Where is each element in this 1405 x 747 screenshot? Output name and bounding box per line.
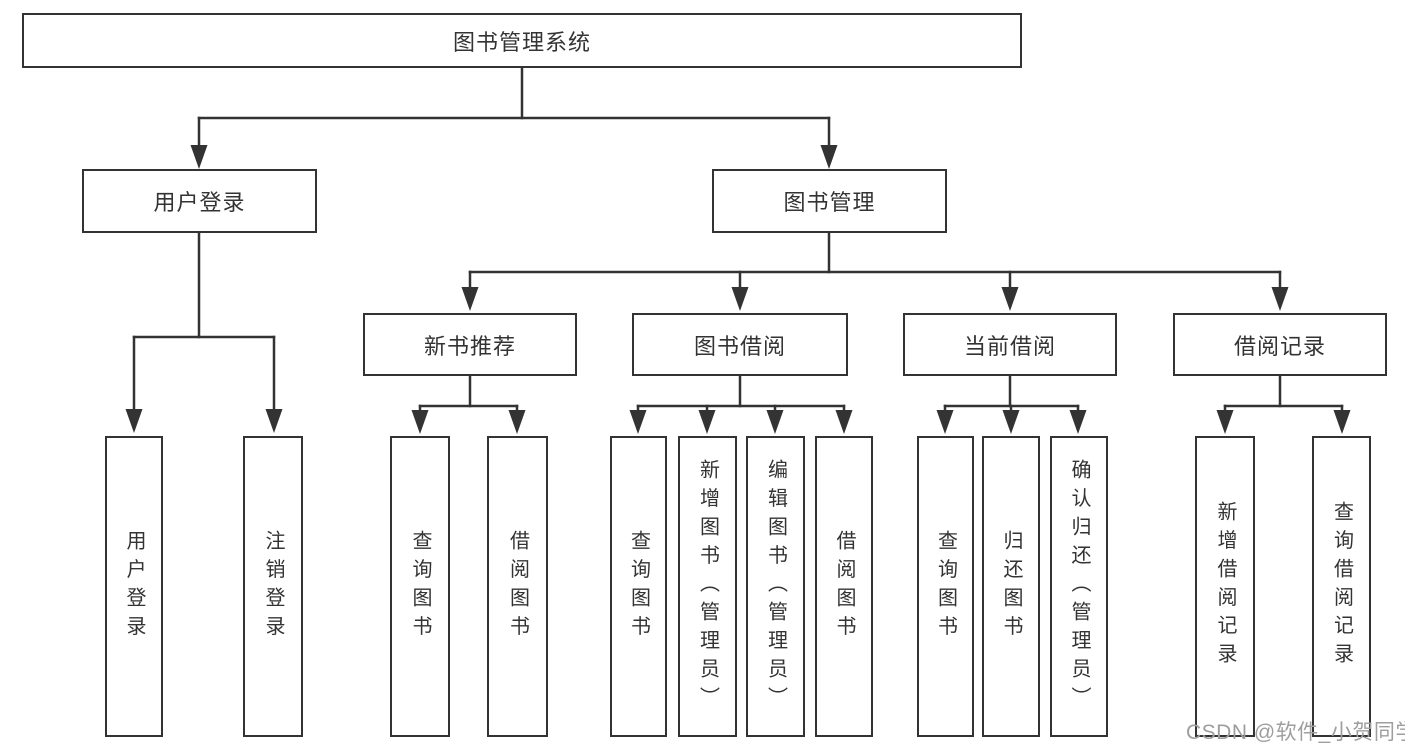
leaf-confirm-return-admin: 确认归还（管理员） [1050, 436, 1108, 737]
arrowheads [125, 145, 1351, 434]
leaf-query-borrow-record: 查询借阅记录 [1312, 436, 1371, 737]
leaf-query-book: 查询图书 [390, 436, 450, 737]
node-book-management-module: 图书管理 [712, 169, 947, 233]
leaf-logout: 注销登录 [243, 436, 303, 737]
leaf-user-login: 用户登录 [105, 436, 163, 737]
leaf-add-borrow-record: 新增借阅记录 [1195, 436, 1255, 737]
leaf-query-book: 查询图书 [917, 436, 974, 737]
node-root-system: 图书管理系统 [22, 13, 1022, 68]
watermark-text: CSDN @软件_小贺同学 [1186, 721, 1405, 744]
leaf-edit-book-admin: 编辑图书（管理员） [746, 436, 805, 737]
leaf-borrow-book: 借阅图书 [487, 436, 548, 737]
node-book-borrow: 图书借阅 [632, 313, 848, 376]
leaf-query-book: 查询图书 [610, 436, 667, 737]
leaf-return-book: 归还图书 [982, 436, 1040, 737]
leaf-borrow-book: 借阅图书 [815, 436, 873, 737]
leaf-add-book-admin: 新增图书（管理员） [678, 436, 737, 737]
node-borrow-records: 借阅记录 [1173, 313, 1387, 376]
node-new-book-recommend: 新书推荐 [363, 313, 577, 376]
node-user-login-module: 用户登录 [82, 169, 317, 233]
node-current-borrow: 当前借阅 [903, 313, 1117, 376]
